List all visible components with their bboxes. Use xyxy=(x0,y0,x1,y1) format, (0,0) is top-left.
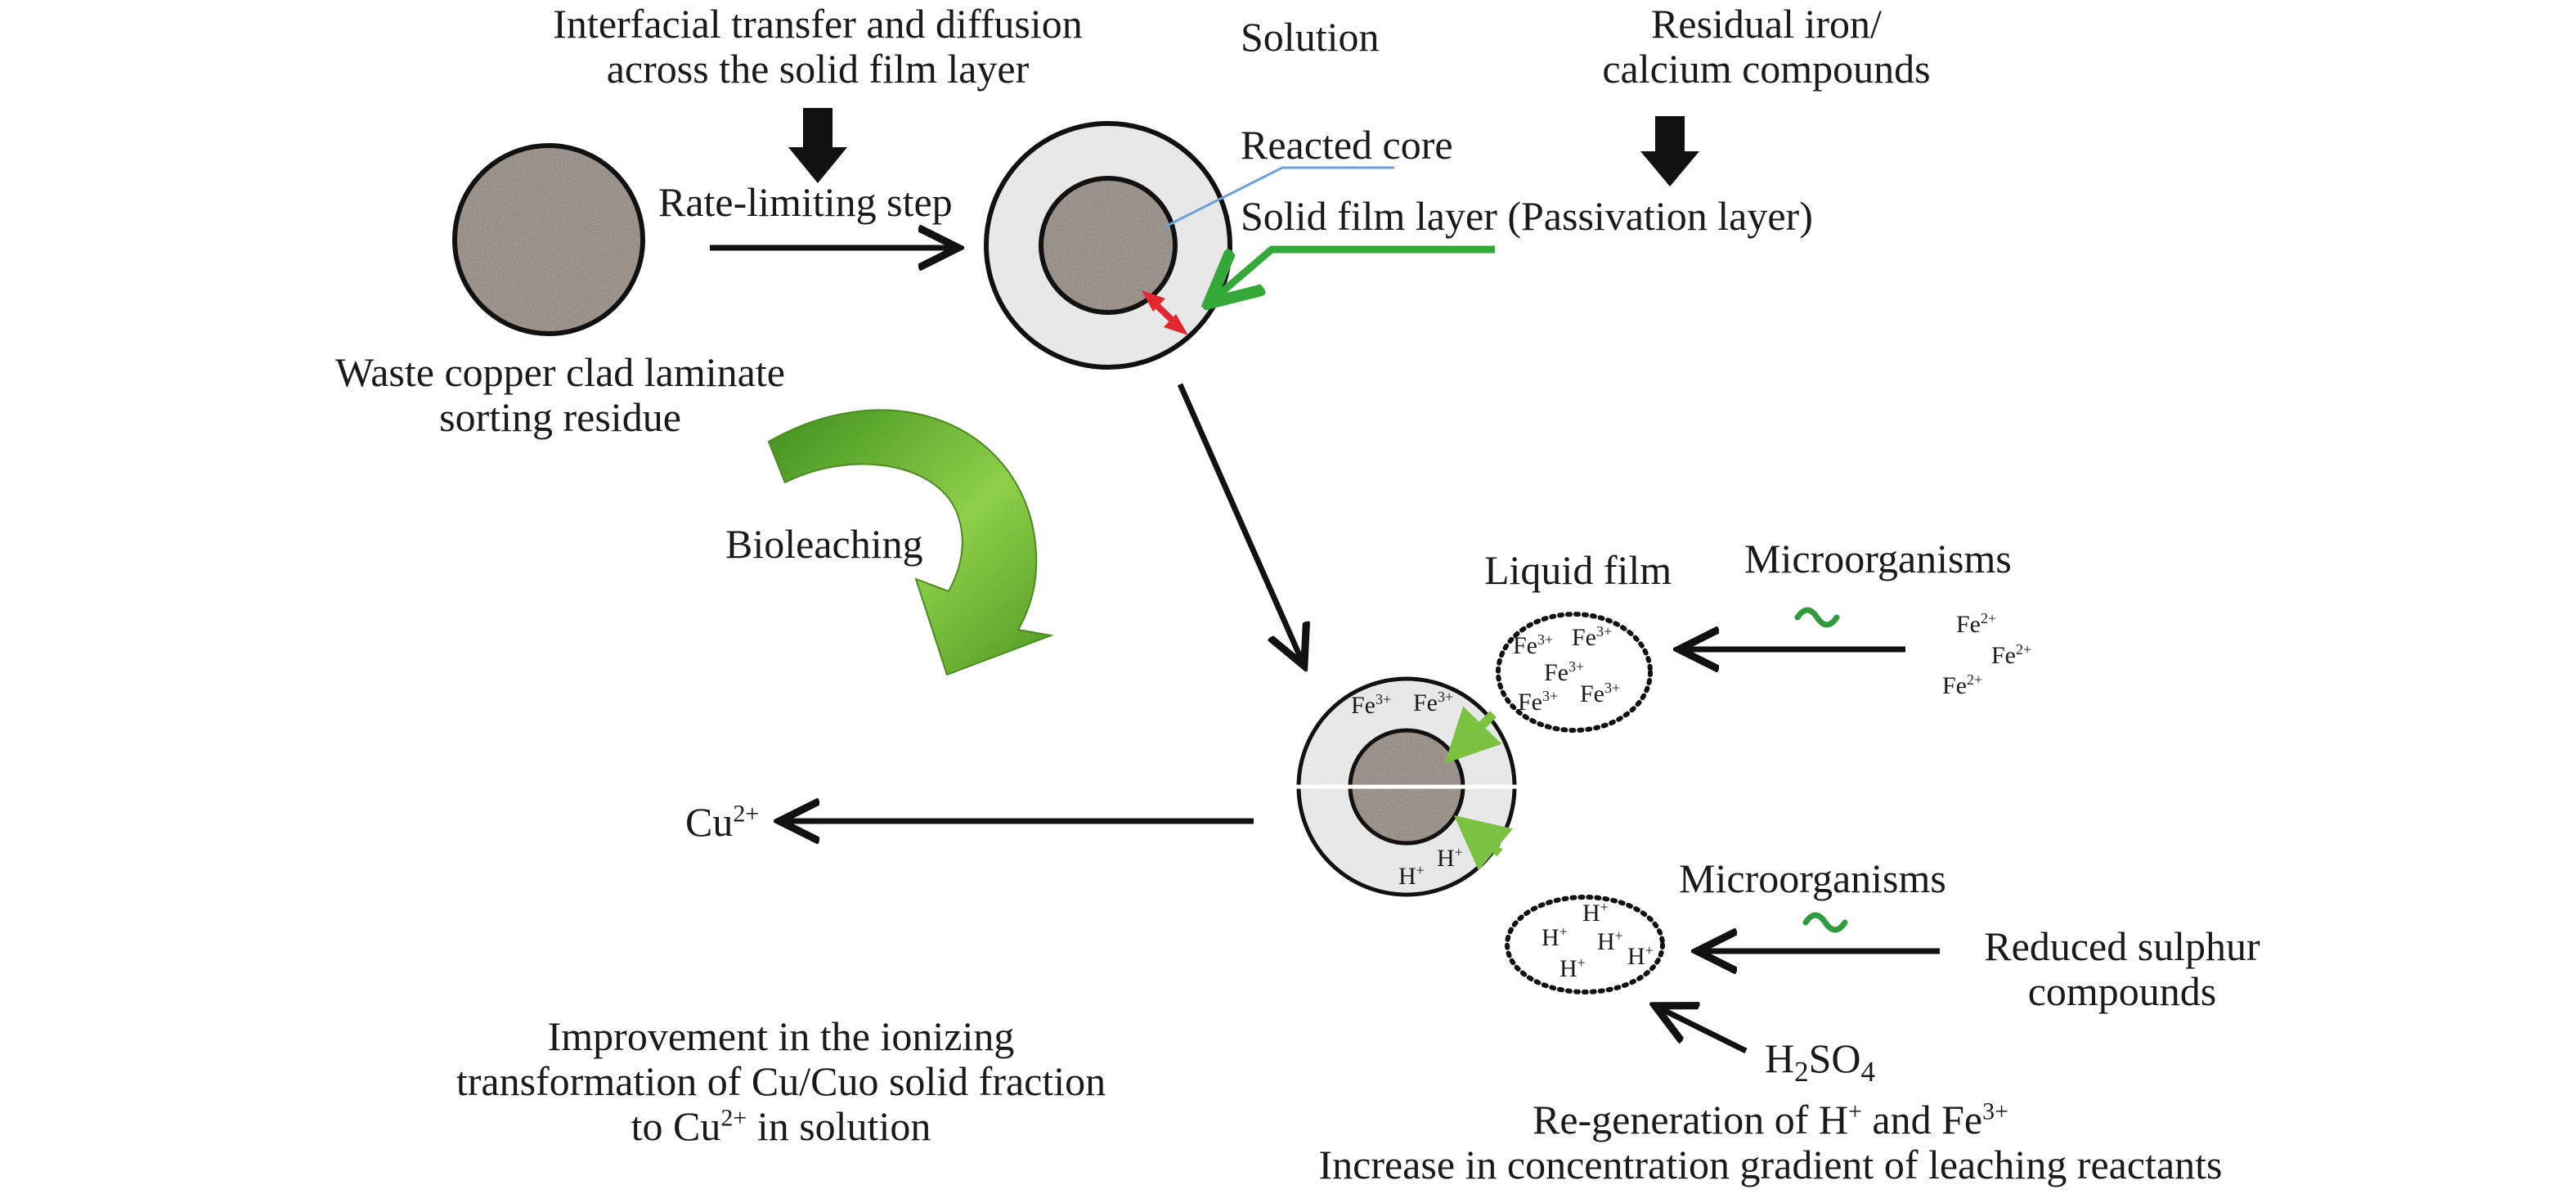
h-liquid-film xyxy=(1505,895,1665,994)
residual-down-arrow xyxy=(1640,116,1699,186)
solution-label: Solution xyxy=(1241,14,1380,60)
h-ion: H+ xyxy=(1437,844,1463,872)
waste-particle xyxy=(452,143,645,336)
fe2-ion: Fe2+ xyxy=(1942,671,1983,699)
bioleaching-arrow xyxy=(767,409,1054,676)
waste-residue-label: Waste copper clad laminate sorting resid… xyxy=(335,349,785,440)
h2so4-label: H2SO4 xyxy=(1765,1035,1876,1088)
h-ion: H+ xyxy=(1398,862,1425,890)
microorganism-top-icon xyxy=(1794,607,1840,628)
fe3-ion: Fe3+ xyxy=(1580,680,1621,707)
improvement-label: Improvement in the ionizing transformati… xyxy=(456,1013,1106,1149)
h-ion: H+ xyxy=(1627,942,1654,970)
fe3-ion: Fe3+ xyxy=(1572,623,1613,651)
fe3-ion: Fe3+ xyxy=(1513,631,1554,659)
reacted-particle-top xyxy=(984,121,1232,370)
h-ion: H+ xyxy=(1560,954,1586,982)
h-ion: H+ xyxy=(1582,899,1609,927)
fe3-liquid-film xyxy=(1496,612,1653,733)
film-thickness-red-arrow xyxy=(1142,290,1188,335)
solid-film-arrow xyxy=(1214,245,1495,299)
interfacial-transfer-label: Interfacial transfer and diffusion acros… xyxy=(553,1,1083,92)
reacted-core-label: Reacted core xyxy=(1241,122,1453,168)
fe2-ion: Fe2+ xyxy=(1991,641,2032,669)
h-ion: H+ xyxy=(1597,927,1623,955)
fe3-ion: Fe3+ xyxy=(1413,689,1454,716)
fe3-inflow-arrow xyxy=(1444,706,1502,764)
h-ion: H+ xyxy=(1542,923,1568,951)
reduced-sulphur-label: Reduced sulphur compounds xyxy=(1984,923,2260,1014)
residual-compounds-label: Residual iron/ calcium compounds xyxy=(1602,1,1931,92)
cu2-label: Cu2+ xyxy=(685,799,760,845)
microorganisms-top-label: Microorganisms xyxy=(1744,536,2012,581)
microorganism-bottom-icon xyxy=(1802,912,1848,933)
fe3-ion: Fe3+ xyxy=(1351,691,1392,719)
microorganisms-bottom-label: Microorganisms xyxy=(1679,855,1946,901)
reacted-core-pointer xyxy=(1165,166,1394,228)
h2so4-arrow xyxy=(1660,1008,1748,1054)
regeneration-label: Re-generation of H+ and Fe3+ Increase in… xyxy=(1318,1097,2223,1187)
bioleaching-label: Bioleaching xyxy=(725,521,923,567)
h-inflow-arrow xyxy=(1453,815,1513,871)
fe2-ion: Fe2+ xyxy=(1956,610,1997,638)
fe3-ion: Fe3+ xyxy=(1544,658,1585,686)
solid-film-label: Solid film layer (Passivation layer) xyxy=(1241,193,1813,239)
liquid-film-label: Liquid film xyxy=(1484,547,1672,593)
interfacial-down-arrow xyxy=(788,108,847,183)
diagonal-arrow xyxy=(1177,383,1302,661)
rate-limiting-label: Rate-limiting step xyxy=(658,179,953,225)
fe3-ion: Fe3+ xyxy=(1518,688,1559,716)
